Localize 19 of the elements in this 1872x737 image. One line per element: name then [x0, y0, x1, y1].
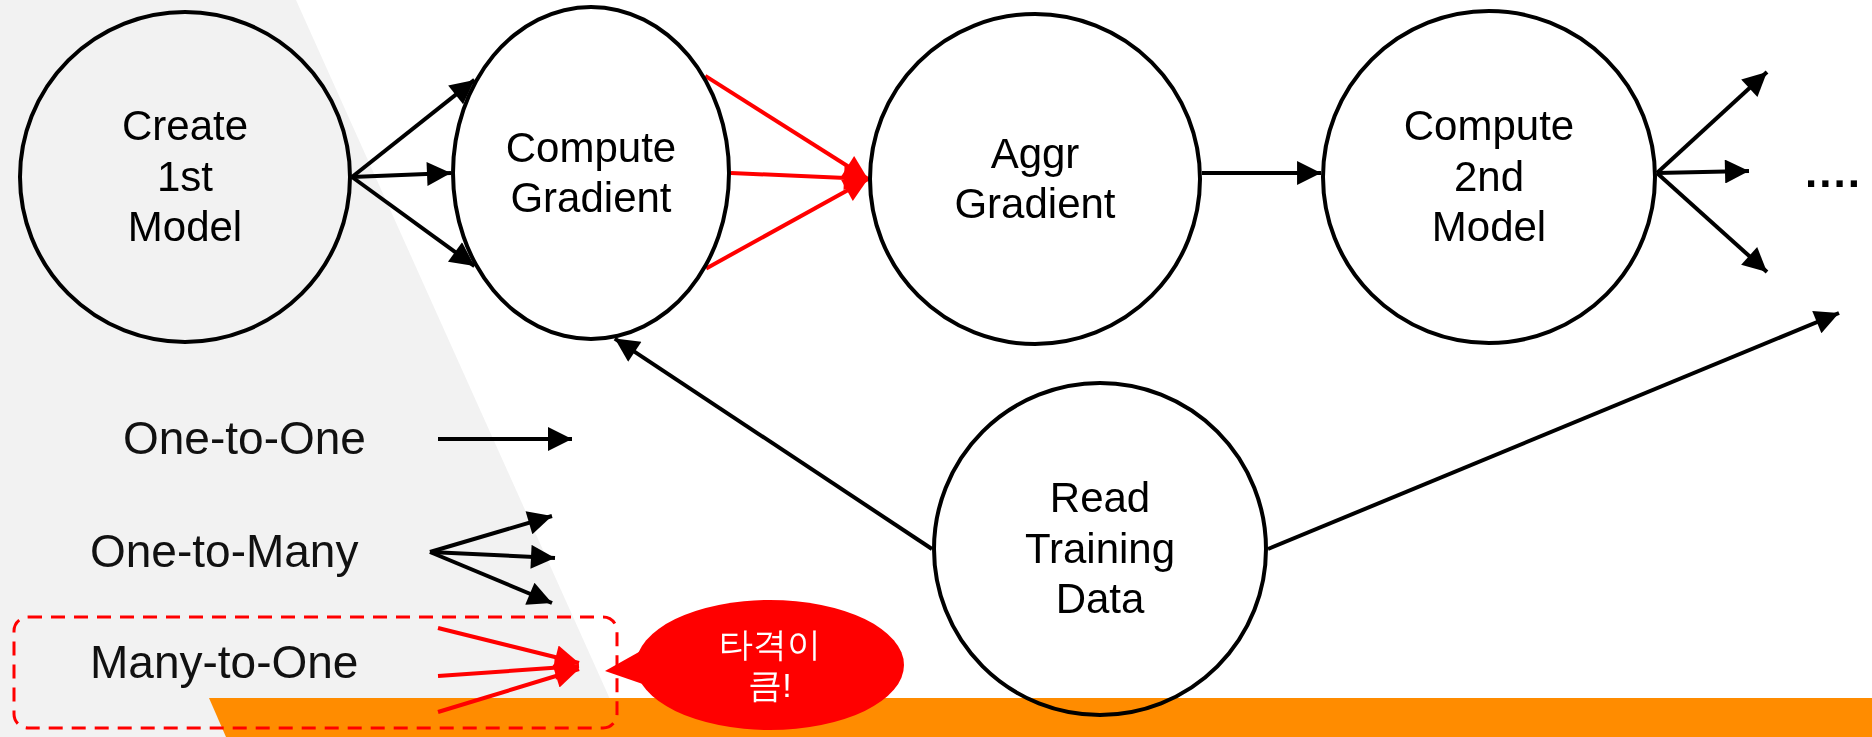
arrow [613, 336, 934, 551]
node-label: Compute 2nd Model [1402, 101, 1576, 253]
process-circle [932, 381, 1268, 717]
arrow [350, 175, 476, 268]
arrow [1267, 311, 1840, 551]
node-label: Aggr Gradient [953, 128, 1117, 229]
legend-label: One-to-One [123, 415, 366, 461]
process-circle [451, 5, 731, 341]
process-circle [18, 10, 352, 344]
node-label: 타격이 큼! [718, 624, 822, 706]
node-label: Compute Gradient [504, 122, 678, 223]
arrow [705, 177, 869, 271]
arrow [1201, 161, 1322, 185]
arrow [1655, 171, 1769, 274]
ellipsis-label: .... [1805, 150, 1862, 194]
node-label: Read Training Data [1023, 473, 1177, 625]
process-circle [1321, 9, 1657, 345]
node-label: Create 1st Model [120, 101, 250, 253]
process-circle [868, 12, 1202, 346]
